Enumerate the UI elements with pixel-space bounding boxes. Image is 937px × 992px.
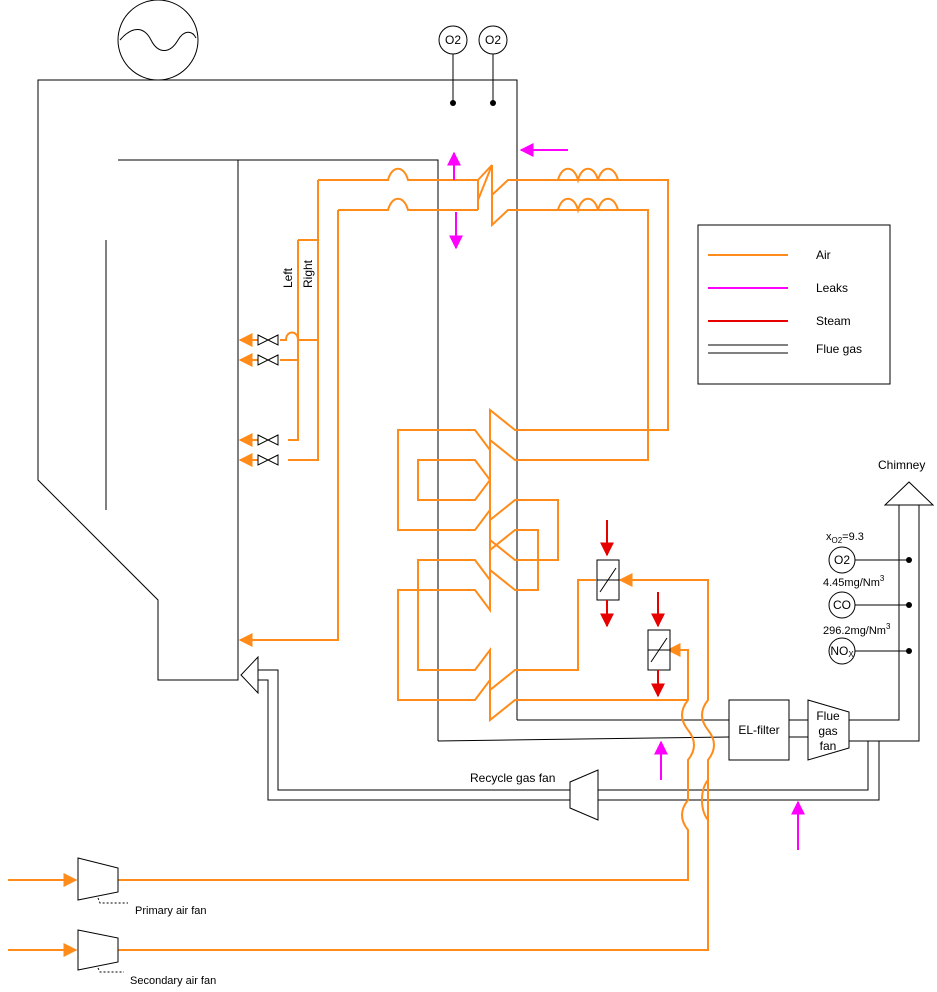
co-reading-value: 4.45mg/Nm	[823, 577, 880, 589]
legend-item-flue-gas: Flue gas	[708, 342, 862, 356]
stack-nox-label: NOX	[830, 644, 854, 659]
stack-co-label: CO	[833, 598, 851, 612]
secondary-air-fan-label: Secondary air fan	[130, 975, 216, 987]
o2-sensor-top-left-label: O2	[445, 33, 461, 47]
legend-label-air: Air	[816, 248, 831, 262]
o2-reading-value: =9.3	[842, 531, 864, 543]
flue-gas-fan-label-2: gas	[818, 724, 837, 738]
nox-reading-value: 296.2mg/Nm	[823, 625, 886, 637]
o2-sensor-top-left: O2	[438, 25, 468, 106]
stack-o2-label: O2	[834, 553, 850, 567]
flue-gas-duct	[240, 481, 935, 801]
nox-reading: 296.2mg/Nm3	[823, 622, 891, 637]
leak-arrows	[447, 143, 805, 850]
stack-nox-main: NO	[830, 644, 848, 658]
stack-o2-sensor: O2	[828, 546, 856, 574]
o2-reading-prefix: x	[826, 531, 832, 543]
chimney-label: Chimney	[878, 458, 925, 472]
secondary-air-fan: Secondary air fan	[77, 929, 216, 987]
air-arrows	[8, 333, 684, 957]
el-filter-label: EL-filter	[738, 723, 779, 737]
co-reading: 4.45mg/Nm3	[823, 574, 885, 589]
primary-air-fan-label: Primary air fan	[135, 905, 207, 917]
flue-gas-fan: Flue gas fan	[807, 699, 850, 761]
o2-reading: xO2=9.3	[826, 531, 864, 545]
o2-sensor-top-right: O2	[478, 25, 508, 106]
stack-nox-sensor: NOX	[828, 637, 856, 665]
legend-item-steam: Steam	[708, 314, 851, 328]
o2-reading-sub: O2	[832, 536, 843, 545]
steam-coil-lower	[647, 629, 671, 671]
primary-air-fan: Primary air fan	[77, 857, 207, 917]
steam-drum-icon	[117, 0, 199, 81]
legend-label-leaks: Leaks	[816, 281, 848, 295]
legend-item-air: Air	[708, 248, 831, 262]
air-pipework	[118, 164, 715, 951]
flue-gas-fan-label-1: Flue	[816, 709, 840, 723]
boiler-furnace	[37, 79, 518, 741]
legend: Air Leaks Steam Flue gas	[697, 224, 891, 385]
legend-label-steam: Steam	[816, 314, 851, 328]
steam-arrows	[600, 520, 665, 698]
co-reading-sup: 3	[880, 574, 885, 583]
nox-reading-sup: 3	[886, 622, 891, 631]
recycle-gas-fan-label: Recycle gas fan	[470, 771, 555, 785]
right-label: Right	[301, 259, 315, 288]
stack-co-sensor: CO	[828, 591, 856, 619]
stack-nox-sub: X	[848, 650, 854, 659]
flue-gas-fan-label-3: fan	[820, 739, 837, 753]
el-filter: EL-filter	[728, 699, 790, 761]
air-valves	[257, 334, 279, 466]
o2-sensor-top-right-label: O2	[485, 33, 501, 47]
recycle-gas-fan: Recycle gas fan	[470, 769, 599, 821]
legend-item-leaks: Leaks	[708, 281, 848, 295]
steam-coil-upper	[596, 559, 620, 601]
legend-label-flue-gas: Flue gas	[816, 342, 862, 356]
left-label: Left	[281, 267, 295, 288]
